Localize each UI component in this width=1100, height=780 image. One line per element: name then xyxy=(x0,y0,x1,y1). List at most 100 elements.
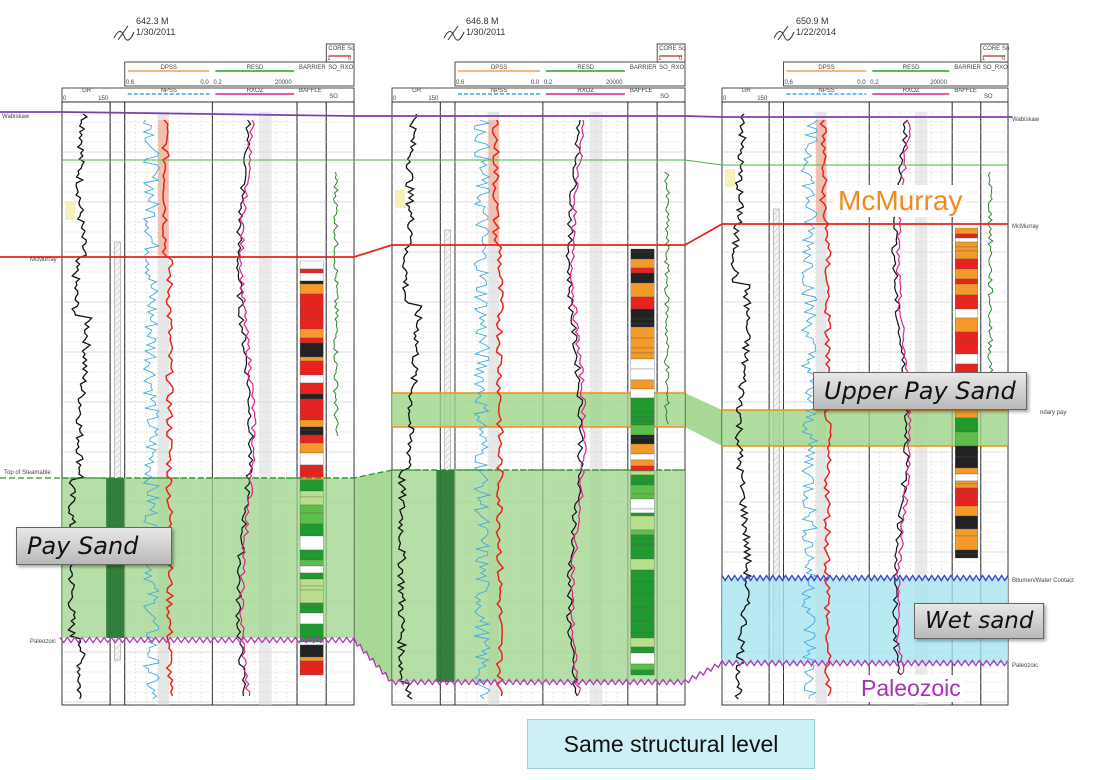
gr-scale-min: 0 xyxy=(393,96,397,102)
barrier-layer xyxy=(299,578,324,587)
so-scale-min: 1 xyxy=(658,56,662,62)
dpss-label: DPSS xyxy=(161,65,177,71)
resd-label: RESD xyxy=(247,65,264,71)
resd-label: RESD xyxy=(577,65,594,71)
core-hatch xyxy=(114,391,121,399)
well-log-3: 650.9 M1/22/2014DPSSNPSSRESDRXOZBARRIERB… xyxy=(721,16,1010,706)
core-hatch xyxy=(773,214,780,222)
core-hatch xyxy=(444,463,451,471)
barrier-layer xyxy=(630,437,655,445)
core-hatch xyxy=(114,463,121,471)
barrier-layer xyxy=(299,644,324,658)
npss-label: NPSS xyxy=(161,88,177,94)
core-hatch xyxy=(773,496,780,504)
porosity-right-scale: 0.0 xyxy=(857,80,866,86)
npss-curve xyxy=(142,119,161,700)
barrier-layer xyxy=(955,515,978,530)
barrier-layer xyxy=(299,426,324,431)
barrier-layer xyxy=(630,251,655,260)
core-hatch xyxy=(114,343,121,351)
core-hatch xyxy=(444,271,451,279)
barrier-layer xyxy=(630,484,655,495)
dpss-curve xyxy=(491,119,505,697)
core-hatch xyxy=(114,457,121,465)
core-hatch xyxy=(773,310,780,318)
barrier-layer xyxy=(630,411,655,418)
core-hatch xyxy=(773,478,780,486)
barrier-layer xyxy=(299,309,324,319)
barrier-layer xyxy=(299,452,324,466)
well-symbol-icon xyxy=(443,25,465,41)
core-hatch xyxy=(773,544,780,552)
barrier-layer xyxy=(299,360,324,376)
core-hatch xyxy=(444,427,451,435)
core-hatch xyxy=(773,484,780,492)
core-hatch xyxy=(444,259,451,267)
barrier-layer xyxy=(299,272,324,282)
core-hatch xyxy=(773,556,780,564)
so-label: SO xyxy=(984,94,993,100)
barrier-layer xyxy=(299,572,324,580)
barrier-layer xyxy=(955,408,978,419)
wet-sand-callout: Wet sand xyxy=(914,603,1045,639)
paleozoic-line xyxy=(59,636,1009,686)
barrier-layer xyxy=(955,480,978,485)
barrier-layer xyxy=(630,308,655,320)
core-hatch xyxy=(773,274,780,282)
core-hatch xyxy=(444,307,451,315)
core-hatch xyxy=(773,394,780,402)
gr-scale-min: 0 xyxy=(63,96,67,102)
core-hatch xyxy=(773,502,780,510)
core-hatch xyxy=(773,508,780,516)
barrier-layer xyxy=(630,493,655,500)
gr-scale-max: 150 xyxy=(757,96,768,102)
core-hatch xyxy=(114,259,121,267)
core-hatch xyxy=(444,349,451,357)
core-so-header xyxy=(325,43,355,63)
core-hatch xyxy=(444,445,451,453)
core-hatch xyxy=(773,388,780,396)
core-hatch xyxy=(114,409,121,417)
core-hatch xyxy=(773,382,780,390)
core-hatch xyxy=(773,550,780,558)
top-steamable-label: Top of Steamable xyxy=(4,470,51,476)
paleozoic-callout: Paleozoic xyxy=(858,675,964,702)
core-hatch xyxy=(773,226,780,234)
barrier-layer xyxy=(630,663,655,671)
paleozoic-label-left: Paleozoic xyxy=(30,639,56,645)
barrier-layer xyxy=(955,227,978,235)
core-hatch xyxy=(114,379,121,387)
core-hatch xyxy=(444,319,451,327)
barrier-layer xyxy=(630,424,655,436)
core-hatch xyxy=(114,439,121,447)
secondary-pay-label: ndary pay xyxy=(1040,410,1066,416)
core-hatch xyxy=(114,643,121,651)
barrier-layer xyxy=(630,379,655,390)
well-date: 1/22/2014 xyxy=(796,27,836,37)
barrier-layer xyxy=(630,508,655,514)
core-hatch xyxy=(444,361,451,369)
barrier-layer xyxy=(630,347,655,354)
core-hatch xyxy=(114,349,121,357)
core-hatch xyxy=(444,289,451,297)
barrier-layer xyxy=(299,559,324,567)
well-symbol-icon xyxy=(113,25,135,41)
gr-curve xyxy=(730,113,753,700)
bitumen-water-contact-label: Bitumen/Water Contact xyxy=(1012,578,1074,584)
so-scale-max: 0 xyxy=(679,56,683,62)
npss-curve xyxy=(800,119,819,700)
core-hatch xyxy=(114,361,121,369)
barrier-layer xyxy=(955,505,978,517)
pay-sand-correlation-band xyxy=(354,470,392,682)
so-label: SO xyxy=(329,94,338,100)
gr-label: GR xyxy=(742,88,752,94)
core-hatch xyxy=(114,301,121,309)
core-hatch xyxy=(773,334,780,342)
wabiskaw-label-left: Wabiskaw xyxy=(2,114,30,120)
res-scale-max: 20000 xyxy=(275,80,292,86)
barrier-layer xyxy=(955,535,978,551)
core-hatch xyxy=(773,448,780,456)
rxoz-label: RXOZ xyxy=(903,88,920,94)
barrier-layer xyxy=(955,278,978,285)
